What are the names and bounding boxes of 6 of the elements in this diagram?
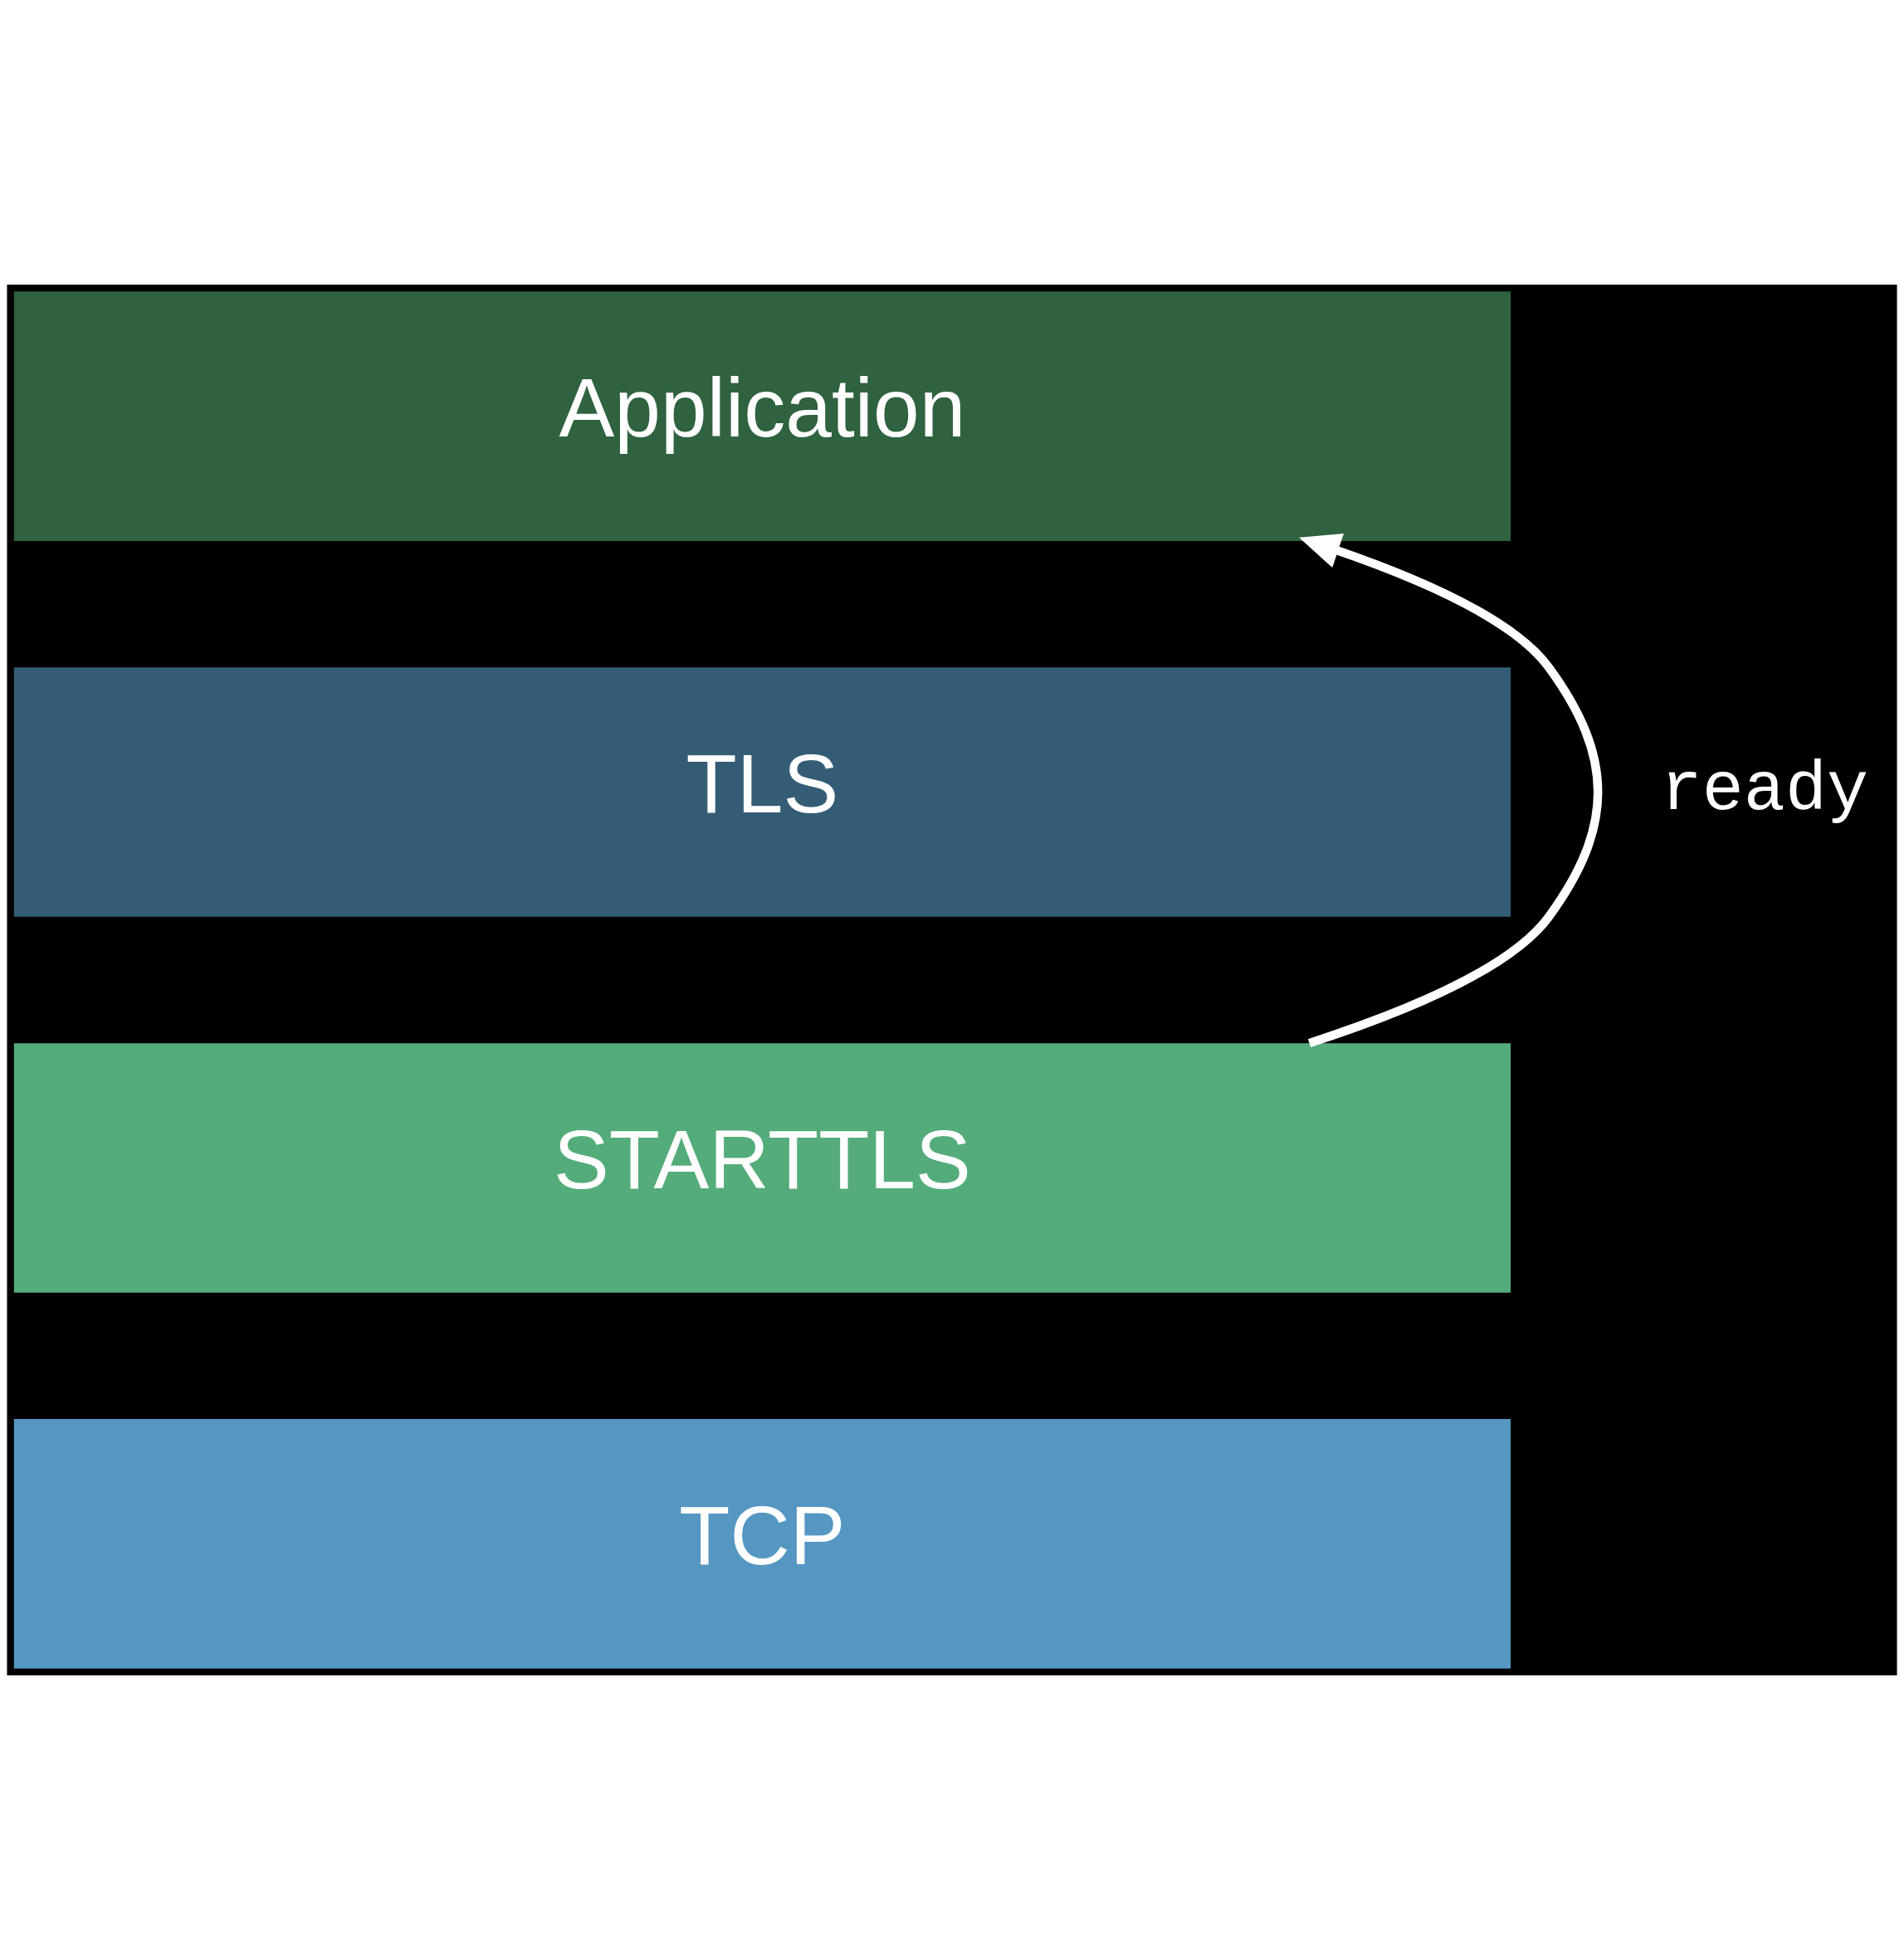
node-box: TLS — [13, 667, 1511, 917]
edge-label: ready — [1660, 752, 1869, 831]
node-box: Application — [13, 291, 1511, 541]
node-box: TCP — [13, 1419, 1511, 1669]
node-box: STARTTLS — [13, 1043, 1511, 1293]
arrow — [1299, 533, 1603, 1048]
